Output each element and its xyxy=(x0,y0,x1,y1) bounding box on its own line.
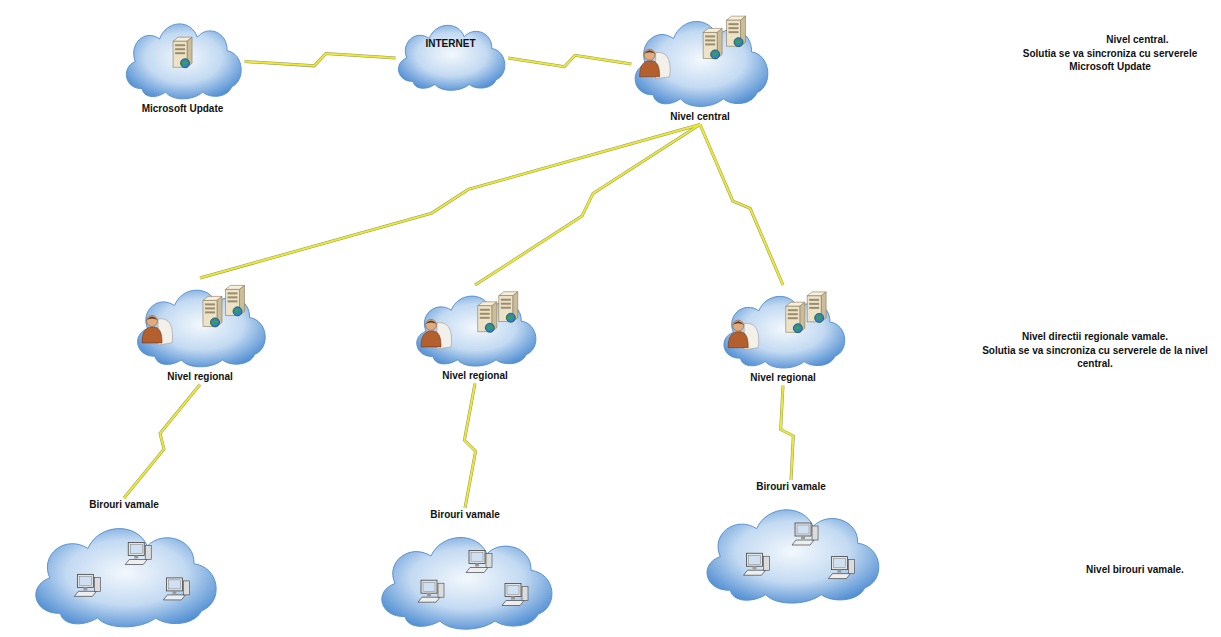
workstation-icon xyxy=(74,574,100,596)
cloud-outline xyxy=(126,24,241,99)
node-label: Nivel regional xyxy=(440,369,510,384)
cloud-shape xyxy=(690,495,892,607)
server-icon xyxy=(786,302,805,333)
cloud-shape xyxy=(388,15,513,93)
icon-group xyxy=(728,292,826,350)
icon-group xyxy=(640,16,746,79)
icon-group xyxy=(744,523,855,579)
wan-link xyxy=(200,125,700,279)
workstation-icon xyxy=(418,580,444,602)
level-note: Nivel central. xyxy=(1020,33,1221,46)
icon-group xyxy=(421,292,518,349)
workstation-icon xyxy=(163,577,189,599)
administrator-icon xyxy=(421,319,451,349)
workstation-icon xyxy=(744,553,770,575)
level-note: Nivel birouri vamale. xyxy=(1060,563,1210,576)
cloud-shape xyxy=(405,285,545,369)
internet-cloud: INTERNET xyxy=(385,15,516,93)
link-shadow xyxy=(781,386,794,481)
level-note: Solutia se va sincroniza cu serverele Mi… xyxy=(1010,47,1210,73)
wan-link xyxy=(781,386,794,481)
icon-group xyxy=(418,550,528,605)
workstation-icon xyxy=(828,556,854,578)
cloud-outline xyxy=(138,290,266,367)
node-label: Birouri vamale xyxy=(754,480,827,495)
workstation-icon xyxy=(502,583,528,605)
network-cloud: Nivel central xyxy=(622,8,778,125)
link-shadow xyxy=(700,125,783,286)
level-note: Solutia se va sincroniza cu serverele de… xyxy=(975,344,1215,370)
link-shadow xyxy=(200,125,700,279)
icon-group xyxy=(173,37,192,67)
wan-link xyxy=(508,55,631,66)
wan-link xyxy=(245,54,396,66)
icon-group xyxy=(142,285,245,345)
icon-group xyxy=(74,542,189,599)
link-shadow xyxy=(508,55,631,66)
server-icon xyxy=(807,292,826,323)
cloud-shape xyxy=(622,8,778,110)
workstation-icon xyxy=(466,550,492,572)
administrator-icon xyxy=(142,315,172,345)
node-label: Microsoft Update xyxy=(140,102,226,117)
level-note: Nivel directii regionale vamale. xyxy=(975,330,1215,343)
node-label: Nivel regional xyxy=(165,370,235,385)
network-cloud: Birouri vamale xyxy=(365,508,565,633)
server-icon xyxy=(203,296,222,327)
cloud-shape xyxy=(712,285,854,371)
link-shadow xyxy=(124,385,200,499)
cloud-outline xyxy=(707,509,879,602)
link-shadow xyxy=(475,125,700,286)
server-icon xyxy=(727,16,746,47)
node-label: Birouri vamale xyxy=(87,498,160,513)
network-cloud: Microsoft Update xyxy=(115,12,250,117)
wan-link xyxy=(124,385,200,499)
wan-link xyxy=(464,384,475,509)
cloud-outline xyxy=(36,528,216,626)
wan-link xyxy=(700,125,783,286)
cloud-outline xyxy=(635,21,768,106)
network-cloud: Nivel regional xyxy=(125,278,275,385)
administrator-icon xyxy=(640,49,670,78)
cloud-outline xyxy=(382,537,552,629)
link-shadow xyxy=(245,54,396,66)
cloud-outline xyxy=(399,25,505,90)
administrator-icon xyxy=(728,320,758,350)
network-cloud: Nivel regional xyxy=(712,285,854,386)
workstation-icon xyxy=(125,542,151,564)
server-icon xyxy=(703,28,722,59)
wan-link xyxy=(475,125,700,286)
server-icon xyxy=(478,302,497,333)
network-cloud: Birouri vamale xyxy=(18,498,230,631)
network-cloud: Nivel regional xyxy=(405,285,545,384)
network-cloud: Birouri vamale xyxy=(690,480,892,607)
link-shadow xyxy=(464,384,475,509)
node-label: Birouri vamale xyxy=(428,508,501,523)
server-icon xyxy=(226,285,245,316)
server-icon xyxy=(499,292,518,323)
cloud-shape xyxy=(18,513,230,631)
server-icon xyxy=(173,37,192,67)
cloud-outline xyxy=(724,296,845,368)
node-label: Nivel central xyxy=(668,110,731,125)
cloud-shape xyxy=(365,523,565,633)
node-label: Nivel regional xyxy=(748,371,818,386)
workstation-icon xyxy=(792,523,818,545)
node-label: INTERNET xyxy=(385,37,516,52)
cloud-shape xyxy=(125,278,275,370)
cloud-shape xyxy=(115,12,250,102)
